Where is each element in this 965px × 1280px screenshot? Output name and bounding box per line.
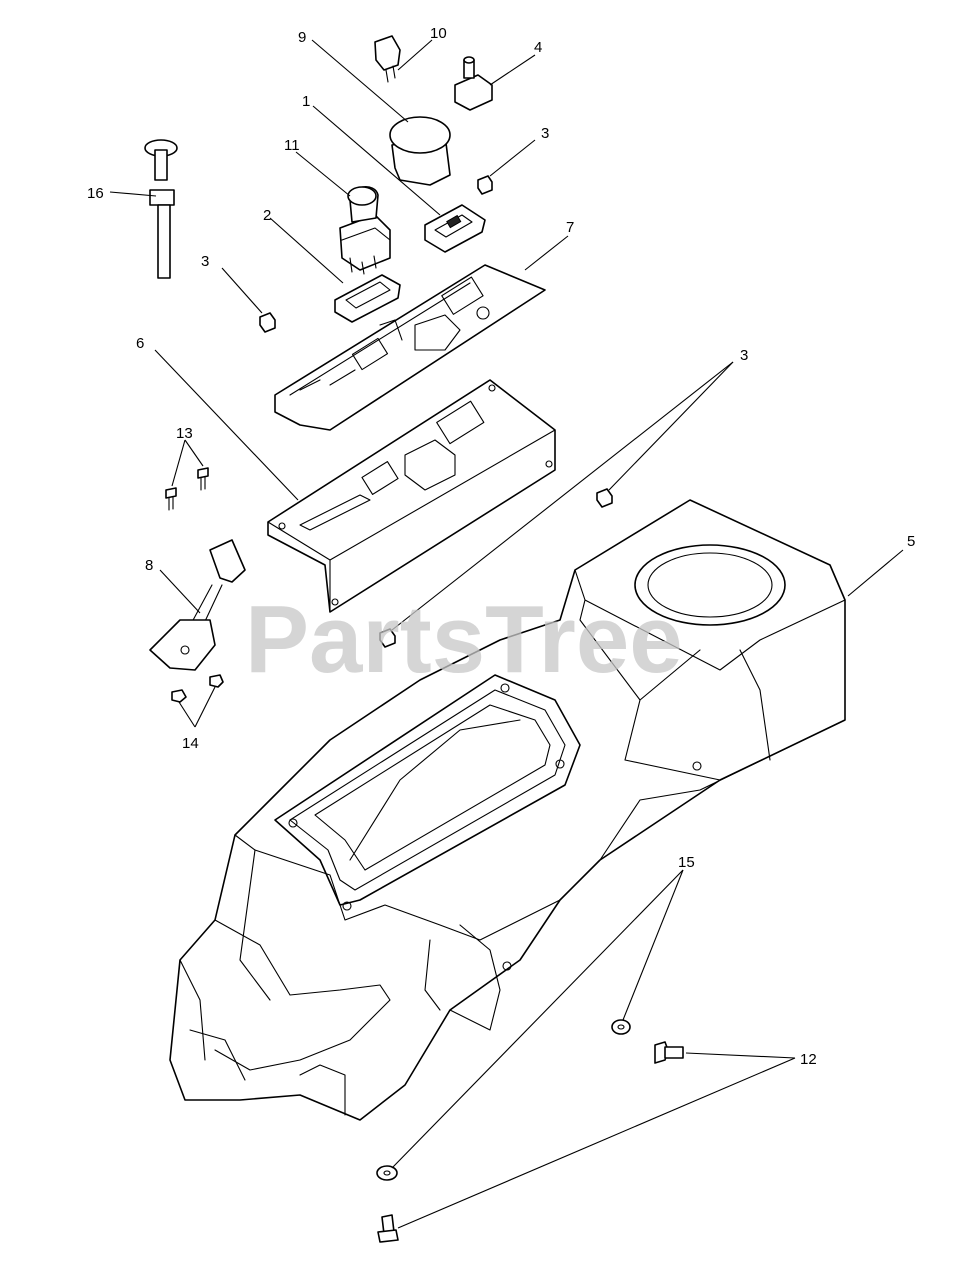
callout-5: 5 <box>907 533 915 550</box>
leader-lines <box>109 39 904 1229</box>
callout-14: 14 <box>182 735 199 752</box>
screw-part-3-bracket[interactable] <box>379 628 396 648</box>
callout-9: 9 <box>298 29 306 46</box>
washer-part-15-bottom[interactable] <box>376 1165 398 1181</box>
decal-part-7[interactable] <box>274 264 546 431</box>
watermark-text: PartsTree <box>245 586 683 693</box>
callout-8: 8 <box>145 557 153 574</box>
throttle-lever-part-8[interactable] <box>149 539 246 671</box>
mounting-bracket-part-6[interactable] <box>267 379 556 613</box>
callout-1: 1 <box>302 93 310 110</box>
callout-3-left: 3 <box>201 253 209 270</box>
screw-part-3-top[interactable] <box>477 175 493 195</box>
callout-7: 7 <box>566 219 574 236</box>
callout-12: 12 <box>800 1051 817 1068</box>
callout-10: 10 <box>430 25 447 42</box>
rocker-switch-part-1[interactable] <box>424 204 486 253</box>
callout-3-right: 3 <box>740 347 748 364</box>
pto-switch-part-11[interactable] <box>339 186 391 275</box>
bezel-part-2[interactable] <box>334 274 401 323</box>
cap-part-9[interactable] <box>389 116 451 186</box>
callout-4: 4 <box>534 39 542 56</box>
choke-cable-part-16[interactable] <box>144 139 178 279</box>
callout-15: 15 <box>678 854 695 871</box>
bolts-part-13[interactable] <box>165 467 209 511</box>
washer-part-15-right[interactable] <box>611 1019 631 1035</box>
console-housing-part-5[interactable] <box>169 499 846 1121</box>
screw-part-3-left[interactable] <box>259 312 276 333</box>
callout-2: 2 <box>263 207 271 224</box>
callout-3-top: 3 <box>541 125 549 142</box>
callout-16: 16 <box>87 185 104 202</box>
bolt-part-12-bottom[interactable] <box>377 1214 399 1243</box>
bolt-part-12-right[interactable] <box>654 1041 684 1064</box>
nuts-part-14[interactable] <box>171 674 224 703</box>
callout-labels: 9 10 4 1 3 11 16 2 7 3 6 3 13 5 8 14 15 … <box>87 25 915 1068</box>
callout-6: 6 <box>136 335 144 352</box>
key-part-10[interactable] <box>374 35 401 83</box>
toggle-switch-part-4[interactable] <box>454 56 493 111</box>
callout-11: 11 <box>284 137 300 154</box>
callout-13: 13 <box>176 425 193 442</box>
screw-part-3-right[interactable] <box>596 488 613 508</box>
